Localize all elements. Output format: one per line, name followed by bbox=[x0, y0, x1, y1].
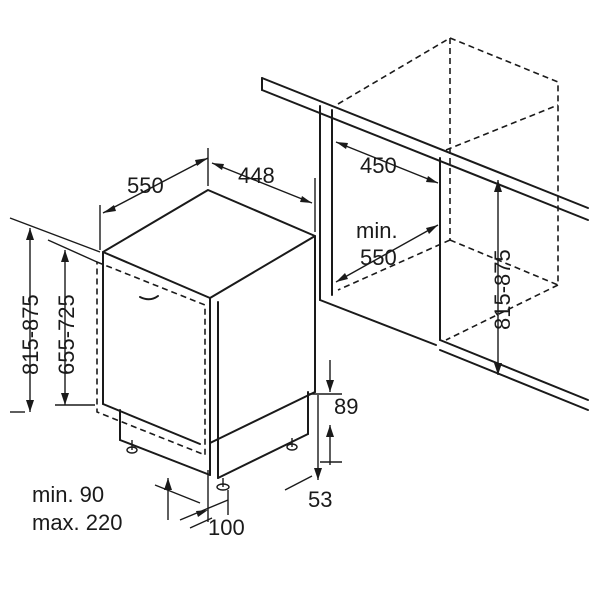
dim-door-height-lines bbox=[47, 239, 98, 406]
dim-depth-lines bbox=[99, 148, 209, 250]
dim-niche-height-lines bbox=[494, 180, 502, 375]
door-handle bbox=[139, 295, 159, 301]
dim-niche-width-lines bbox=[335, 141, 439, 184]
dim-plinth-depth-label: 100 bbox=[208, 515, 245, 540]
dim-plinth-depth-lines bbox=[179, 470, 229, 522]
dim-plinth-bottom-lines bbox=[284, 395, 322, 491]
worktop bbox=[261, 77, 589, 221]
dim-niche-height-label: 815-875 bbox=[490, 249, 515, 330]
dim-plinth-bottom-label: 53 bbox=[308, 487, 332, 512]
dim-width-label: 448 bbox=[238, 163, 275, 188]
niche-outline-dashed bbox=[337, 37, 559, 341]
dishwasher-body bbox=[102, 189, 316, 479]
dim-door-height-label: 655-725 bbox=[54, 294, 79, 375]
door-panel bbox=[96, 260, 206, 457]
dim-niche-depth-value: 550 bbox=[360, 245, 397, 270]
dim-width-lines bbox=[211, 162, 316, 232]
dim-depth-label: 550 bbox=[127, 173, 164, 198]
feet bbox=[126, 438, 298, 491]
dim-niche-width-label: 450 bbox=[360, 153, 397, 178]
dim-plinth-top-label: 89 bbox=[334, 394, 358, 419]
dim-niche-depth-lines bbox=[335, 224, 439, 283]
dim-plinth-gap-min-label: min. 90 bbox=[32, 482, 104, 507]
dim-plinth-top-lines bbox=[308, 360, 342, 465]
dim-plinth-gap-lines bbox=[154, 478, 213, 529]
dim-total-height-label: 815-875 bbox=[18, 294, 43, 375]
dim-plinth-gap-max-label: max. 220 bbox=[32, 510, 123, 535]
niche-right-wall bbox=[439, 157, 589, 411]
dim-total-height-lines bbox=[9, 217, 101, 413]
niche-left-wall bbox=[319, 105, 437, 346]
dim-niche-depth-prefix: min. bbox=[356, 218, 398, 243]
